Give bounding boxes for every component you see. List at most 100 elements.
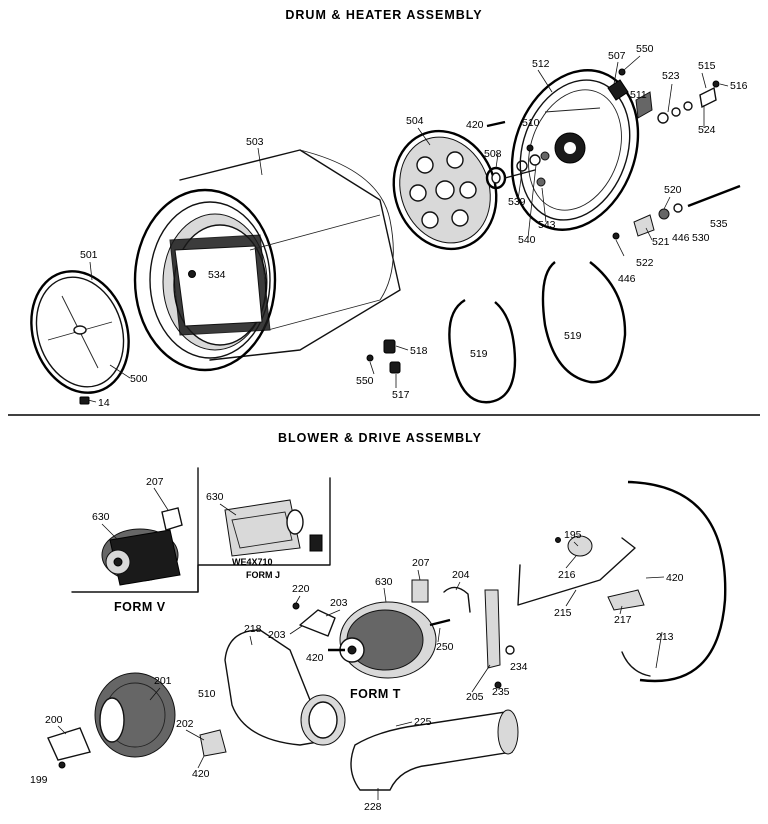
label-515: 515 — [698, 60, 716, 72]
label-213: 213 — [656, 631, 674, 643]
pin-420-top — [486, 120, 506, 128]
label-630-b: 630 — [206, 491, 224, 503]
label-500: 500 — [130, 373, 148, 385]
label-630-a: 630 — [92, 511, 110, 523]
label-540: 540 — [518, 234, 536, 246]
drum — [133, 149, 401, 372]
label-234: 234 — [510, 661, 528, 673]
centrifugal-switch — [411, 579, 429, 603]
label-199: 199 — [30, 774, 48, 786]
label-203-b: 203 — [268, 629, 286, 641]
heater-coil-right — [541, 261, 627, 384]
label-420-c: 420 — [192, 768, 210, 780]
label-201: 201 — [154, 675, 172, 687]
heater-housing — [510, 69, 640, 231]
screw-199 — [58, 761, 66, 769]
label-543: 543 — [538, 219, 556, 231]
label-215: 215 — [554, 607, 572, 619]
label-510-b: 510 — [198, 688, 216, 700]
label-530: 530 — [692, 232, 710, 244]
label-225: 225 — [414, 716, 432, 728]
label-420-d: 420 — [666, 572, 684, 584]
blower-housing — [224, 629, 346, 746]
label-207-b: 207 — [412, 557, 430, 569]
idler-bracket-top — [607, 68, 653, 119]
blower-cover — [47, 727, 91, 761]
label-519-right: 519 — [564, 330, 582, 342]
label-511: 511 — [630, 89, 647, 101]
label-535: 535 — [710, 218, 728, 230]
label-420-top: 420 — [466, 119, 484, 131]
label-202: 202 — [176, 718, 194, 730]
label-235: 235 — [492, 686, 510, 698]
label-204: 204 — [452, 569, 470, 581]
drive-belt — [627, 480, 727, 683]
label-630-c: 630 — [375, 576, 393, 588]
label-523: 523 — [662, 70, 680, 82]
motor-clamp — [292, 602, 336, 637]
bracket-202 — [199, 729, 227, 757]
label-522: 522 — [636, 257, 654, 269]
label-550-bottom: 550 — [356, 375, 374, 387]
label-510: 510 — [522, 117, 540, 129]
label-446-a: 446 — [672, 232, 690, 244]
label-14: 14 — [98, 397, 110, 409]
part-labels-blower: 207 630 630 WE4X710 FORM J FORM V 207 63… — [30, 476, 684, 813]
idler-pulley — [555, 535, 593, 557]
part-labels-drum: 501 500 14 503 534 504 420 508 510 539 5… — [80, 43, 748, 409]
label-we4x710: WE4X710 — [232, 557, 273, 567]
label-507: 507 — [608, 50, 626, 62]
label-524: 524 — [698, 124, 716, 136]
drive-motor-form-j — [224, 499, 323, 557]
leader-lines — [57, 55, 729, 800]
label-207-a: 207 — [146, 476, 164, 488]
label-form-j: FORM J — [246, 570, 280, 580]
exhaust-duct — [350, 709, 519, 791]
rear-baffle-plate — [392, 129, 498, 251]
label-501: 501 — [80, 249, 98, 261]
label-520: 520 — [664, 184, 682, 196]
label-216: 216 — [558, 569, 576, 581]
label-539: 539 — [508, 196, 526, 208]
screw-14 — [79, 396, 90, 405]
label-516: 516 — [730, 80, 748, 92]
drum-heater-title: DRUM & HEATER ASSEMBLY — [285, 8, 482, 22]
label-228: 228 — [364, 801, 382, 813]
label-508: 508 — [484, 148, 502, 160]
drive-motor-form-t — [328, 601, 451, 679]
label-217: 217 — [614, 614, 632, 626]
label-512: 512 — [532, 58, 550, 70]
label-220: 220 — [292, 583, 310, 595]
idler-arm — [517, 537, 636, 606]
label-205: 205 — [466, 691, 484, 703]
label-200: 200 — [45, 714, 63, 726]
label-446-b: 446 — [618, 273, 636, 285]
label-form-v: FORM V — [114, 600, 166, 614]
label-420-b: 420 — [306, 652, 324, 664]
label-218: 218 — [244, 623, 262, 635]
label-503: 503 — [246, 136, 264, 148]
label-521: 521 — [652, 236, 670, 248]
thermostat-parts — [366, 339, 401, 374]
label-250: 250 — [436, 641, 454, 653]
heater-coil-left — [448, 298, 517, 404]
drive-motor-form-v — [101, 507, 183, 586]
front-seal-ring — [30, 270, 130, 394]
label-519-left: 519 — [470, 348, 488, 360]
terminal-assembly — [612, 184, 741, 240]
label-203-a: 203 — [330, 597, 348, 609]
motor-mount-bracket — [443, 586, 515, 689]
label-534: 534 — [208, 269, 226, 281]
label-550-top: 550 — [636, 43, 654, 55]
label-form-t: FORM T — [350, 687, 401, 701]
label-518: 518 — [410, 345, 428, 357]
label-504: 504 — [406, 115, 424, 127]
washer-set-523 — [657, 80, 720, 124]
blower-drive-title: BLOWER & DRIVE ASSEMBLY — [278, 431, 482, 445]
idler-plate — [607, 589, 645, 611]
drive-belt-end — [621, 651, 651, 677]
label-195: 195 — [564, 529, 582, 541]
label-517: 517 — [392, 389, 410, 401]
